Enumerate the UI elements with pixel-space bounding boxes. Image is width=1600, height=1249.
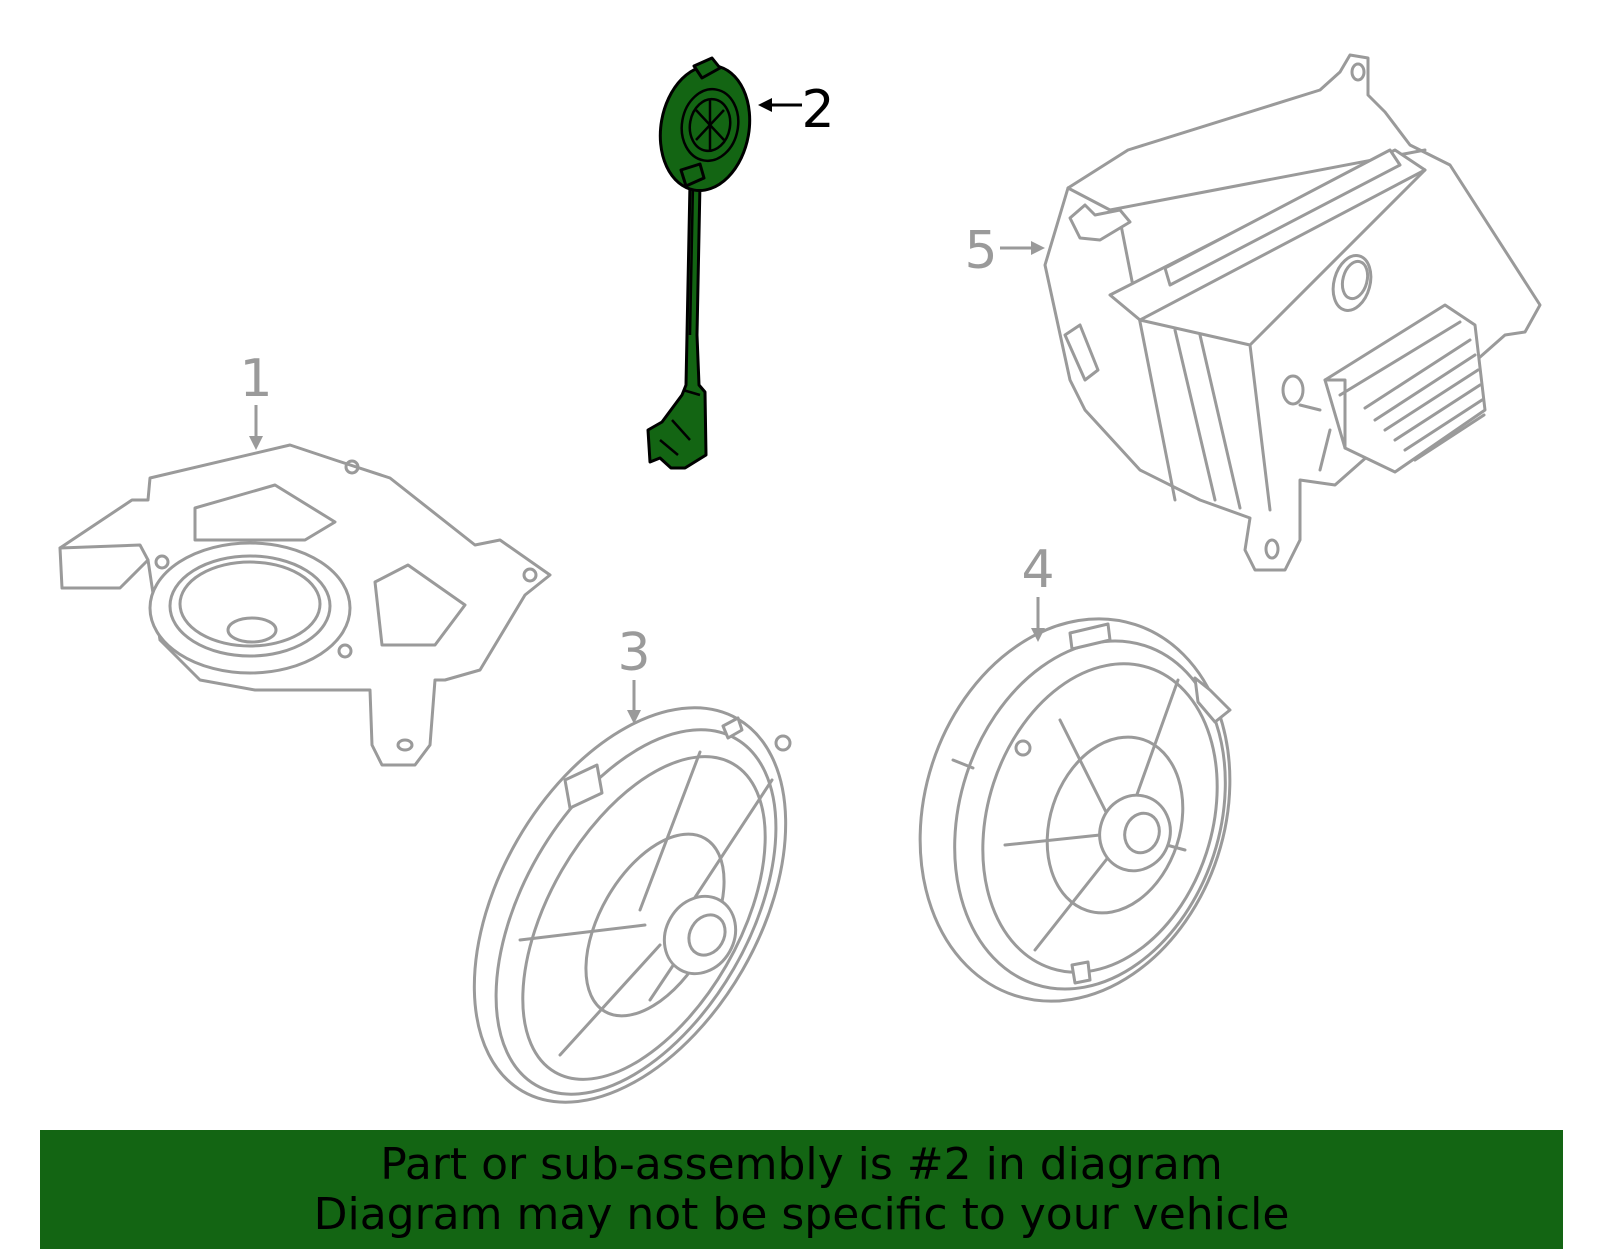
part-1-speaker-enclosure[interactable] bbox=[58, 443, 552, 767]
part-3-door-speaker[interactable] bbox=[410, 654, 850, 1130]
banner-line-disclaimer: Diagram may not be specific to your vehi… bbox=[313, 1188, 1290, 1240]
callout-5: 5 bbox=[964, 221, 1045, 281]
callout-3-label: 3 bbox=[617, 623, 650, 683]
part-4-door-speaker[interactable] bbox=[872, 578, 1278, 1042]
banner-line-part: Part or sub-assembly is #2 in diagram bbox=[380, 1138, 1223, 1190]
callout-1-label: 1 bbox=[239, 349, 272, 409]
callout-3: 3 bbox=[617, 623, 651, 724]
parts-diagram: 1 2 3 4 5 bbox=[58, 53, 1542, 1130]
part-5-amplifier-module[interactable] bbox=[1043, 53, 1542, 572]
callout-4: 4 bbox=[1021, 540, 1055, 642]
callout-1: 1 bbox=[239, 349, 273, 450]
callout-4-label: 4 bbox=[1021, 540, 1054, 600]
callout-2: 2 bbox=[758, 80, 835, 140]
callout-5-label: 5 bbox=[964, 221, 997, 281]
part-2-tweeter-highlighted[interactable] bbox=[646, 56, 759, 470]
callout-2-label: 2 bbox=[801, 80, 834, 140]
info-banner: Part or sub-assembly is #2 in diagram Di… bbox=[40, 1130, 1563, 1249]
